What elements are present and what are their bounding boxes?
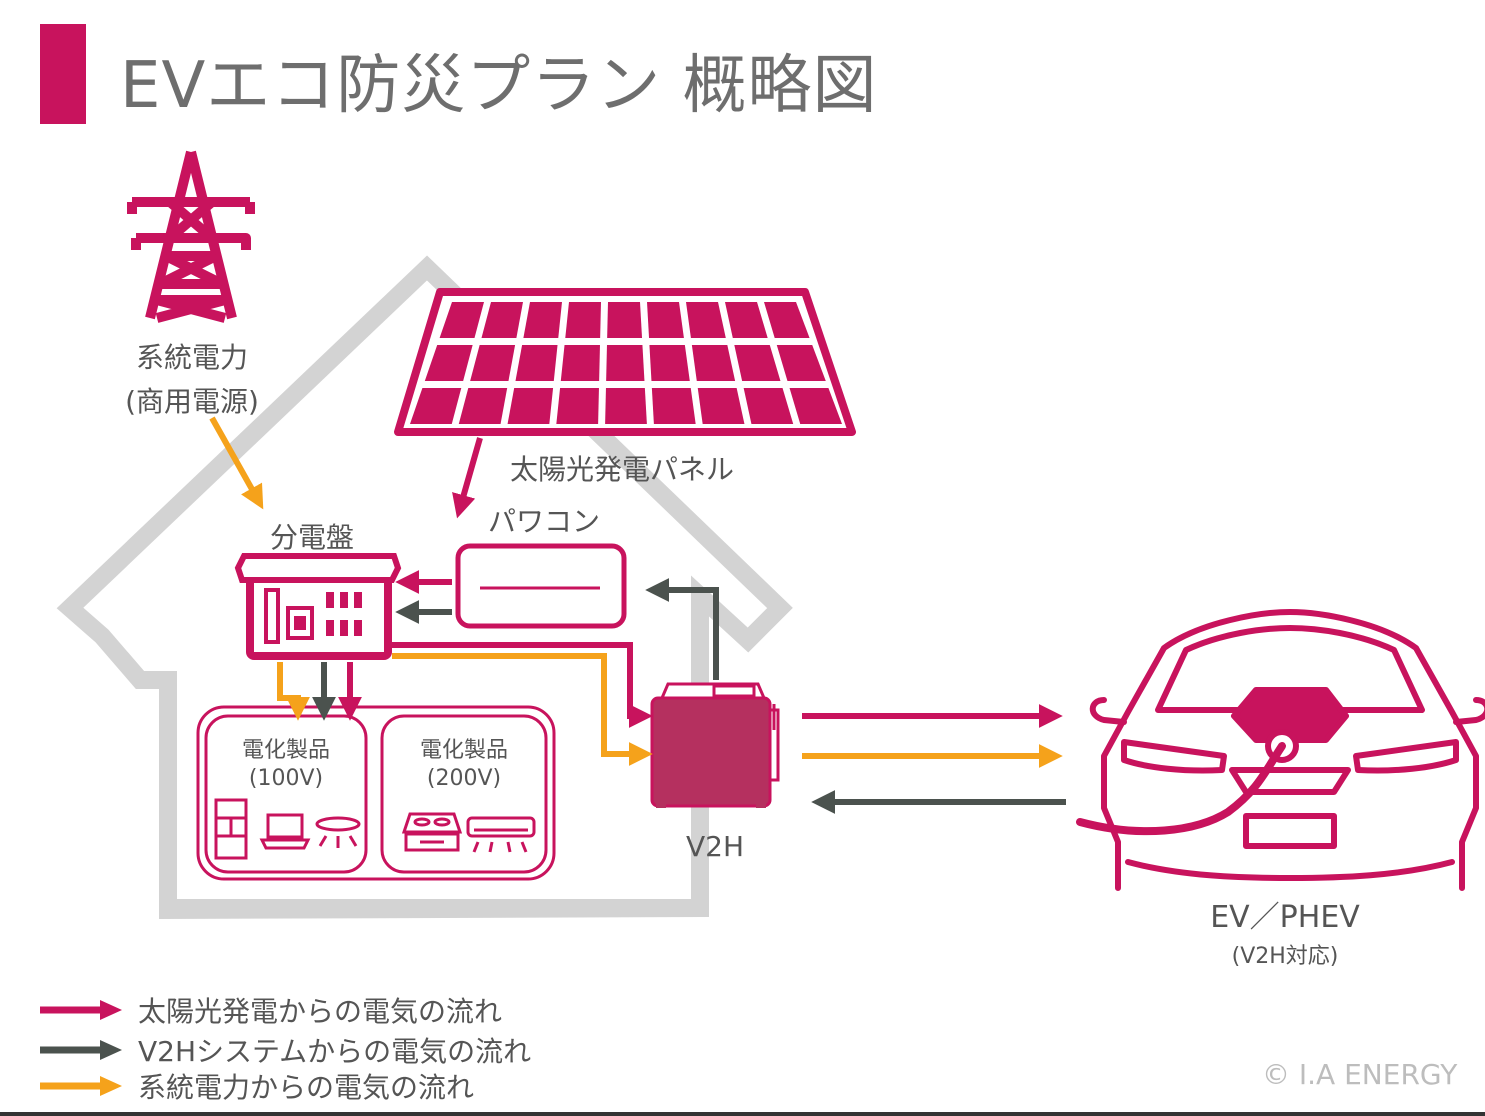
solar-cell	[410, 388, 462, 424]
legend-item-solar: 太陽光発電からの電気の流れ	[38, 994, 502, 1028]
solar-cell	[649, 345, 690, 381]
solar-cell	[565, 302, 601, 338]
ev-sublabel: (V2H対応)	[1231, 944, 1339, 969]
legend-grid-arrow-icon	[40, 1076, 122, 1096]
solar-cell	[789, 388, 842, 424]
power-conditioner-label: パワコン	[488, 505, 601, 538]
solar-cell	[556, 388, 599, 424]
ev-car-icon	[1076, 609, 1485, 891]
legend-item-v2h: V2Hシステムからの電気の流れ	[38, 1034, 531, 1068]
solar-cell	[515, 345, 558, 381]
board-to-v2h-grid-arrow	[392, 653, 653, 766]
v2h-label: V2H	[686, 830, 745, 863]
page-title: EVエコ防災プラン 概略図	[120, 49, 878, 123]
laptop-icon	[259, 813, 311, 850]
solar-cell	[606, 345, 645, 381]
title-accent-bar	[40, 24, 86, 124]
grid-power-label: 系統電力	[135, 341, 248, 374]
solar-cell	[507, 388, 554, 424]
appliances-200v-sub: (200V)	[426, 766, 502, 791]
solar-cell	[734, 345, 781, 381]
solar-cell	[697, 388, 745, 424]
legend-item-grid: 系統電力からの電気の流れ	[38, 1070, 474, 1104]
ev-label: EV／PHEV	[1210, 900, 1360, 935]
grid-to-board-arrow	[209, 416, 264, 510]
ih-cooktop-icon	[401, 812, 463, 852]
appliances-100v-title: 電化製品	[241, 738, 330, 763]
v2h-charger-icon	[650, 682, 780, 808]
solar-to-pcs-arrow	[452, 437, 483, 519]
solar-cell	[651, 388, 696, 424]
air-conditioner-icon	[466, 816, 536, 853]
solar-panel-label: 太陽光発電パネル	[510, 453, 735, 486]
ceiling-light-icon	[315, 816, 361, 848]
legend-solar-arrow-icon	[40, 1000, 122, 1020]
power-conditioner-icon	[455, 543, 627, 629]
solar-cell	[458, 388, 508, 424]
solar-panel-icon	[394, 288, 856, 436]
copyright: © I.A ENERGY	[1262, 1058, 1458, 1091]
solar-cell	[481, 302, 523, 338]
board-to-appliance-grid-arrow	[277, 662, 310, 721]
bottom-rule	[0, 1112, 1485, 1116]
solar-cell	[725, 302, 768, 338]
legend-grid-label: 系統電力からの電気の流れ	[138, 1071, 475, 1104]
solar-cell	[776, 345, 826, 381]
solar-cell	[743, 388, 794, 424]
distribution-board-label: 分電盤	[270, 521, 355, 554]
solar-cell	[439, 302, 484, 338]
grid-power-sublabel: (商用電源)	[125, 385, 259, 418]
solar-cell	[605, 388, 647, 424]
power-tower-icon	[127, 150, 255, 323]
solar-cell	[764, 302, 810, 338]
legend-v2h-arrow-icon	[40, 1040, 122, 1060]
refrigerator-icon	[214, 798, 248, 860]
distribution-board-icon	[234, 553, 402, 660]
solar-cell	[424, 345, 473, 381]
flow-arrows	[209, 416, 1066, 814]
solar-cell	[691, 345, 736, 381]
legend-solar-label: 太陽光発電からの電気の流れ	[138, 995, 503, 1028]
solar-cell	[607, 302, 643, 338]
solar-cell	[470, 345, 516, 381]
solar-cell	[560, 345, 600, 381]
solar-cell	[686, 302, 726, 338]
board-to-v2h-solar-arrow	[392, 642, 653, 728]
solar-cell	[647, 302, 684, 338]
appliances-200v-title: 電化製品	[419, 738, 508, 763]
legend-v2h-label: V2Hシステムからの電気の流れ	[138, 1035, 532, 1068]
v2h-to-pcs-arrow	[645, 578, 719, 680]
solar-cell	[523, 302, 562, 338]
appliances-100v-sub: (100V)	[248, 766, 324, 791]
